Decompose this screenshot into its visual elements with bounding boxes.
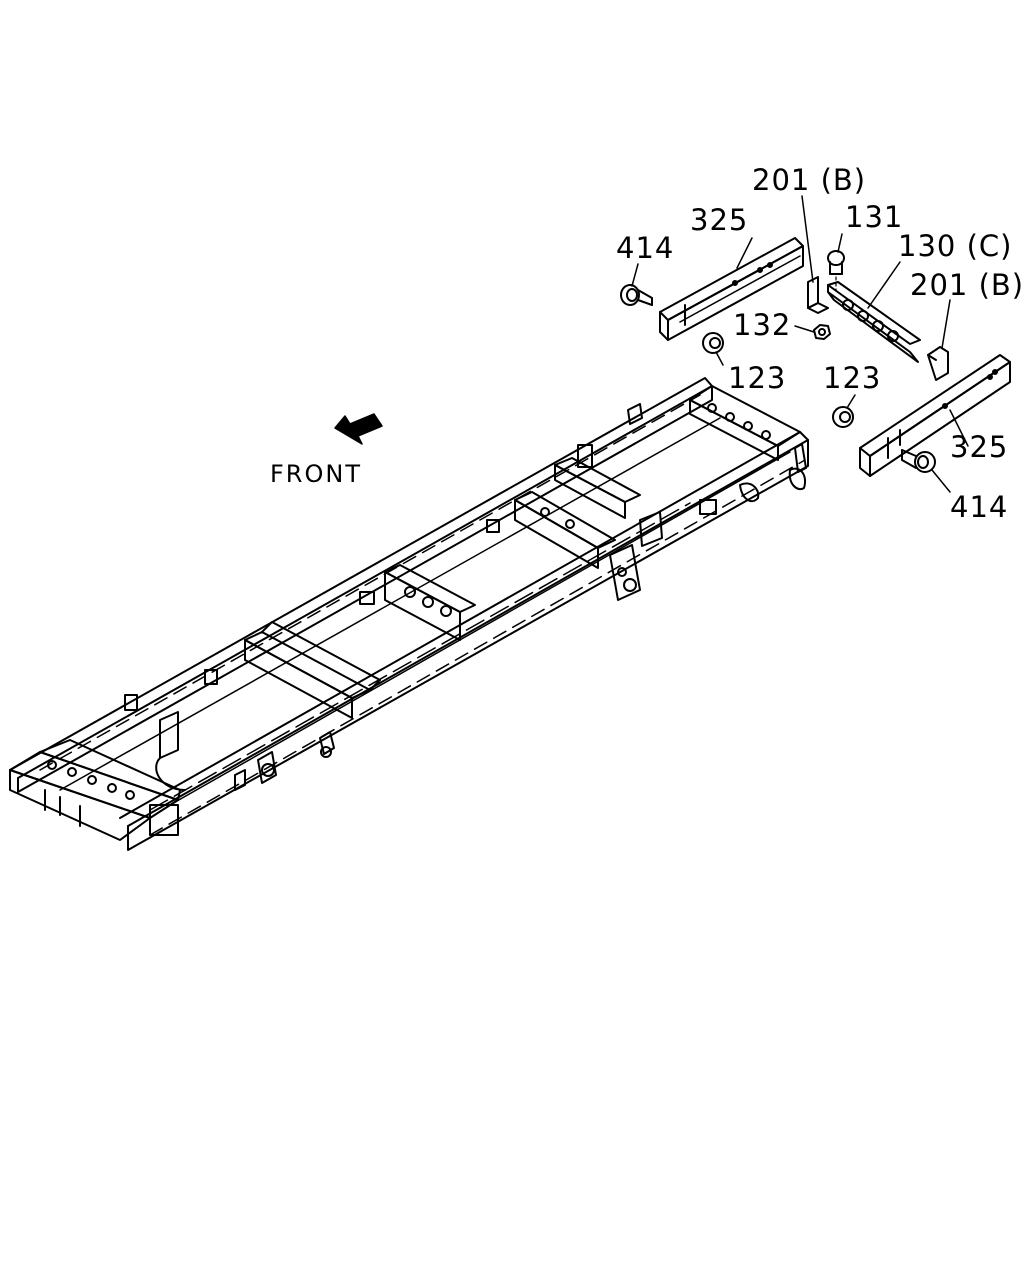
rear-crossmember xyxy=(690,386,800,460)
part-130c-crossmember xyxy=(828,282,920,362)
crossmember-2 xyxy=(385,565,475,640)
crossmember-3 xyxy=(515,492,615,568)
crossmember-1 xyxy=(245,622,380,718)
callout-132: 132 xyxy=(733,308,792,342)
left-side-rail xyxy=(10,378,712,792)
frame-brackets xyxy=(125,404,806,790)
callout-325-top: 325 xyxy=(690,203,749,237)
callout-201b-top: 201 (B) xyxy=(752,163,867,197)
part-132-nut xyxy=(814,325,830,339)
callout-123-right: 123 xyxy=(823,361,882,395)
callout-414-bottom: 414 xyxy=(950,490,1009,524)
front-direction-label: FRONT xyxy=(270,460,362,488)
chassis-frame xyxy=(10,378,808,850)
callout-131: 131 xyxy=(845,200,904,234)
callout-130c: 130 (C) xyxy=(898,229,1013,263)
callout-325-bottom: 325 xyxy=(950,430,1009,464)
part-201b-right-bracket xyxy=(928,347,948,380)
part-414-top-bolt xyxy=(621,285,652,305)
callout-201b-right: 201 (B) xyxy=(910,268,1024,302)
callout-414-top: 414 xyxy=(616,231,675,265)
part-123-right-nut xyxy=(833,407,853,427)
right-side-rail xyxy=(120,432,808,850)
arrow-front-icon xyxy=(335,414,382,444)
callout-123-top: 123 xyxy=(728,361,787,395)
part-201b-upper-bracket xyxy=(808,277,828,313)
part-325-top-extension xyxy=(660,238,803,340)
part-123-top-nut xyxy=(703,333,723,353)
crossmember-4 xyxy=(555,445,640,518)
part-325-bottom-extension xyxy=(860,355,1010,476)
part-414-bottom-bolt xyxy=(902,450,935,472)
leader-lines xyxy=(632,196,968,492)
front-crossmember xyxy=(10,740,180,840)
